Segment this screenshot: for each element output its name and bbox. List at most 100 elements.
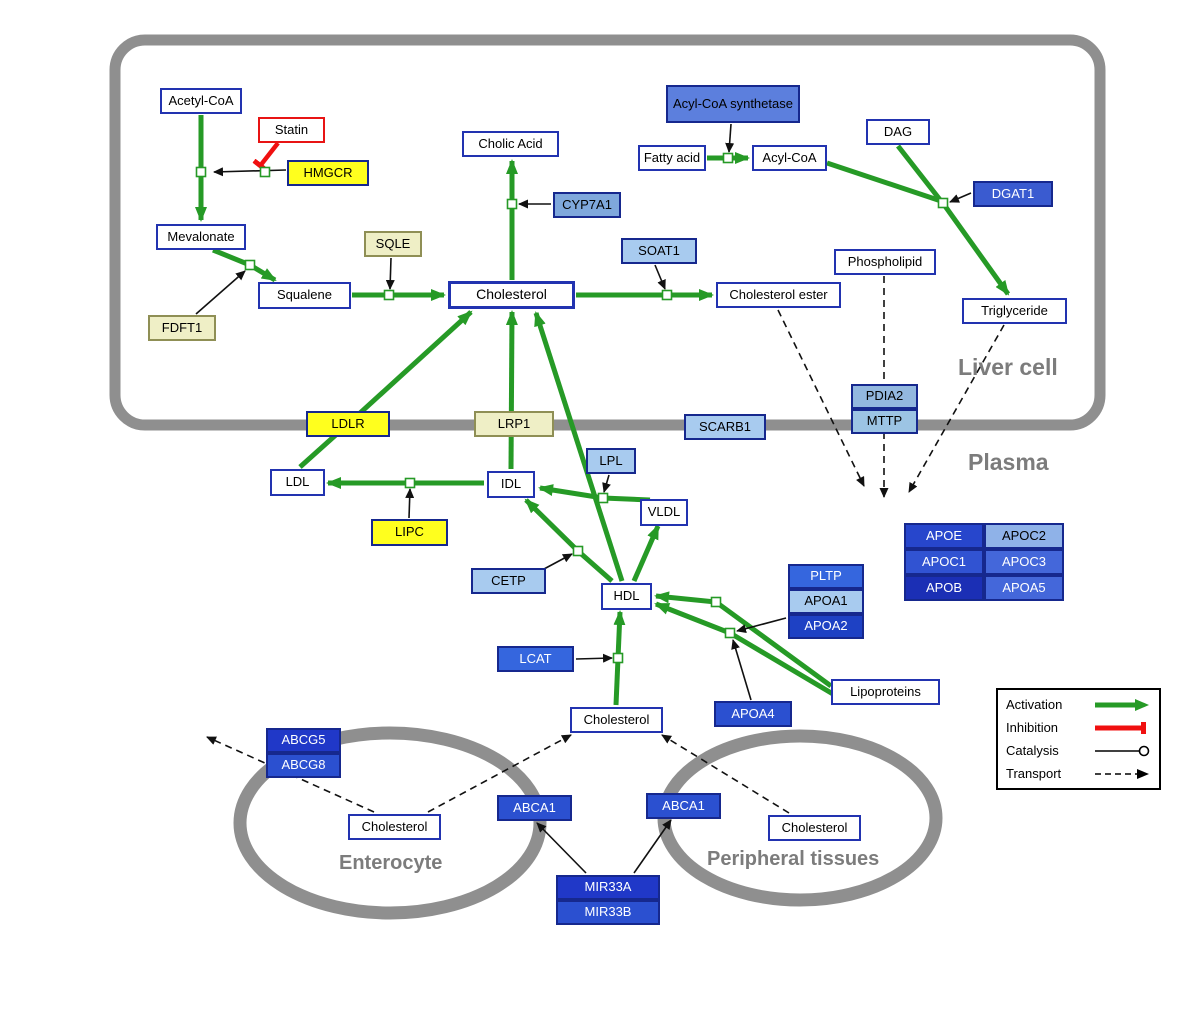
edge-activation	[212, 247, 277, 283]
node-lrp1[interactable]: LRP1	[474, 411, 554, 437]
edge-plain	[633, 819, 672, 874]
node-fatty-acid[interactable]: Fatty acid	[638, 145, 706, 171]
reaction-node	[383, 289, 395, 301]
node-pltp[interactable]: PLTP	[788, 564, 864, 589]
node-soat1[interactable]: SOAT1	[621, 238, 697, 264]
node-apoa4[interactable]: APOA4	[714, 701, 792, 727]
node-cholesterol-liver[interactable]: Cholesterol	[448, 281, 575, 309]
liver-cell-membrane	[109, 34, 1106, 431]
edge-catalysis	[736, 617, 787, 634]
node-cholesterol-peripheral[interactable]: Cholesterol	[768, 815, 861, 841]
edge-catalysis	[654, 264, 666, 290]
legend-row-catalysis: Catalysis	[998, 739, 1159, 762]
legend-row-inhibition: Inhibition	[998, 716, 1159, 739]
node-apob[interactable]: APOB	[904, 575, 984, 601]
edge-catalysis	[602, 474, 611, 493]
edge-catalysis	[405, 488, 415, 519]
node-abcg8[interactable]: ABCG8	[266, 753, 341, 778]
node-ldlr[interactable]: LDLR	[306, 411, 390, 437]
node-phospholipid[interactable]: Phospholipid	[834, 249, 936, 275]
node-fdft1[interactable]: FDFT1	[148, 315, 216, 341]
reaction-node	[195, 166, 207, 178]
inhibition-tbar-icon	[1095, 721, 1146, 734]
node-pdia2[interactable]: PDIA2	[851, 384, 918, 409]
node-statin[interactable]: Statin	[258, 117, 325, 143]
node-mir33a[interactable]: MIR33A	[556, 875, 660, 900]
node-mir33b[interactable]: MIR33B	[556, 900, 660, 925]
reaction-node	[572, 545, 584, 557]
node-cholesterol-plasma[interactable]: Cholesterol	[570, 707, 663, 733]
node-dgat1[interactable]: DGAT1	[973, 181, 1053, 207]
node-lpl[interactable]: LPL	[586, 448, 636, 474]
node-squalene[interactable]: Squalene	[258, 282, 351, 309]
edge-catalysis	[575, 653, 613, 663]
reaction-node	[937, 197, 949, 209]
edge-catalysis	[731, 639, 752, 701]
edge-inhibition	[252, 141, 280, 173]
node-scarb1[interactable]: SCARB1	[684, 414, 766, 440]
node-ldl[interactable]: LDL	[270, 469, 325, 496]
catalysis-circle-icon	[1095, 745, 1150, 756]
node-lipc[interactable]: LIPC	[371, 519, 448, 546]
reaction-node	[259, 166, 271, 178]
node-idl[interactable]: IDL	[487, 471, 535, 498]
node-vldl[interactable]: VLDL	[640, 499, 688, 526]
edge-catalysis	[725, 123, 735, 153]
reaction-node	[724, 627, 736, 639]
node-abca1-right[interactable]: ABCA1	[646, 793, 721, 819]
edge-transport	[206, 736, 375, 813]
node-apoa2[interactable]: APOA2	[788, 614, 864, 639]
node-abcg5[interactable]: ABCG5	[266, 728, 341, 753]
edge-transport	[427, 734, 572, 813]
edge-activation	[896, 144, 943, 203]
node-hdl[interactable]: HDL	[601, 583, 652, 610]
node-cetp[interactable]: CETP	[471, 568, 546, 594]
enterocyte-label: Enterocyte	[339, 852, 443, 874]
node-apoa1[interactable]: APOA1	[788, 589, 864, 614]
edge-activation	[631, 524, 661, 582]
reaction-node	[244, 259, 256, 271]
node-lcat[interactable]: LCAT	[497, 646, 574, 672]
edge-catalysis	[195, 270, 246, 315]
node-apoe[interactable]: APOE	[904, 523, 984, 549]
legend-row-activation: Activation	[998, 693, 1159, 716]
legend-inhibition-label: Inhibition	[1006, 720, 1059, 735]
node-cholesterol-ester[interactable]: Cholesterol ester	[716, 282, 841, 308]
node-hmgcr[interactable]: HMGCR	[287, 160, 369, 186]
reaction-node	[506, 198, 518, 210]
edge-catalysis	[949, 192, 972, 203]
node-mttp[interactable]: MTTP	[851, 409, 918, 434]
edge-activation	[533, 311, 625, 582]
edge-transport	[777, 309, 865, 487]
legend-row-transport: Transport	[998, 762, 1159, 785]
node-mevalonate[interactable]: Mevalonate	[156, 224, 246, 250]
node-apoc2[interactable]: APOC2	[984, 523, 1064, 549]
node-apoc3[interactable]: APOC3	[984, 549, 1064, 575]
plasma-label: Plasma	[968, 449, 1049, 475]
node-apoc1[interactable]: APOC1	[904, 549, 984, 575]
node-acetyl-coa[interactable]: Acetyl-CoA	[160, 88, 242, 114]
reaction-node	[710, 596, 722, 608]
node-acyl-coa[interactable]: Acyl-CoA	[752, 145, 827, 171]
legend-catalysis-label: Catalysis	[1006, 743, 1059, 758]
node-cyp7a1[interactable]: CYP7A1	[553, 192, 621, 218]
node-sqle[interactable]: SQLE	[364, 231, 422, 257]
peripheral-tissues-label: Peripheral tissues	[707, 848, 880, 870]
node-acyl-coa-synthetase[interactable]: Acyl-CoA synthetase	[666, 85, 800, 123]
edge-catalysis	[385, 257, 395, 290]
node-cholic-acid[interactable]: Cholic Acid	[462, 131, 559, 157]
reaction-node	[612, 652, 624, 664]
edge-activation	[505, 310, 518, 470]
node-abca1-left[interactable]: ABCA1	[497, 795, 572, 821]
reaction-node	[661, 289, 673, 301]
node-dag[interactable]: DAG	[866, 119, 930, 145]
reaction-node	[597, 492, 609, 504]
node-lipoproteins[interactable]: Lipoproteins	[831, 679, 940, 705]
node-triglyceride[interactable]: Triglyceride	[962, 298, 1067, 324]
node-cholesterol-enterocyte[interactable]: Cholesterol	[348, 814, 441, 840]
node-apoa5[interactable]: APOA5	[984, 575, 1064, 601]
legend: Activation Inhibition Catalysis Transpor…	[996, 688, 1161, 790]
reaction-node	[404, 477, 416, 489]
